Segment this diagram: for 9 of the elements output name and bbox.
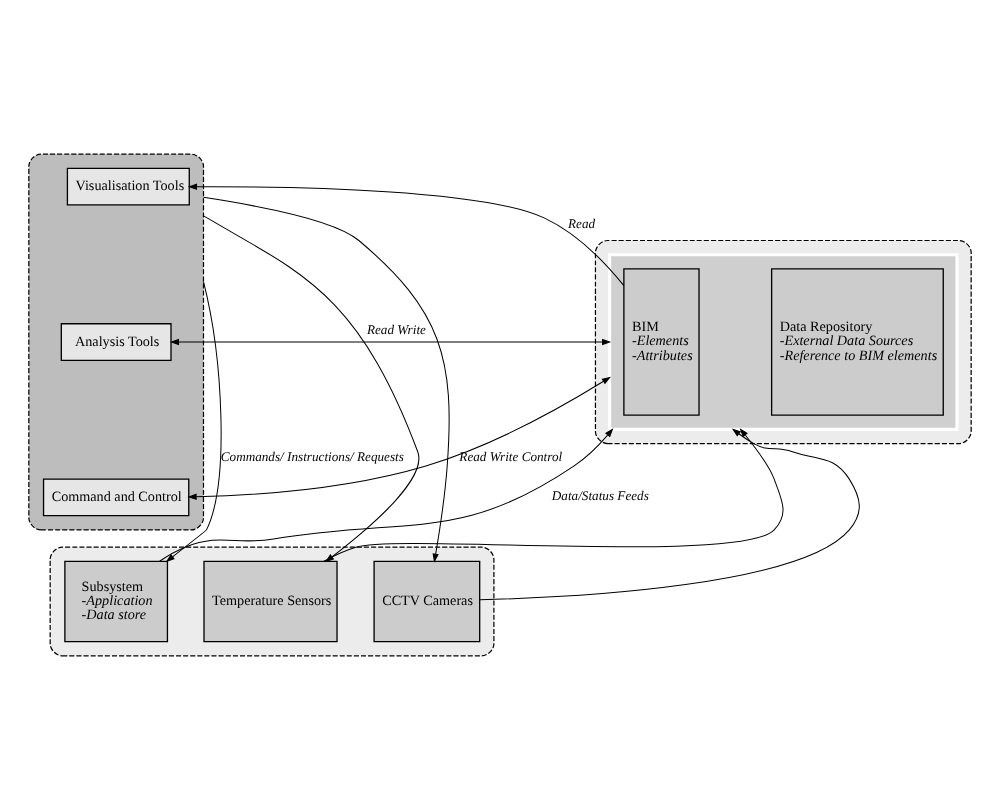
cluster	[28, 153, 205, 531]
cluster	[49, 546, 495, 657]
arrow	[169, 338, 612, 346]
arrow	[187, 376, 611, 501]
cluster	[594, 239, 972, 445]
arrow	[187, 183, 625, 287]
arrow	[165, 281, 222, 563]
arrow	[479, 428, 860, 601]
cluster	[608, 253, 959, 431]
